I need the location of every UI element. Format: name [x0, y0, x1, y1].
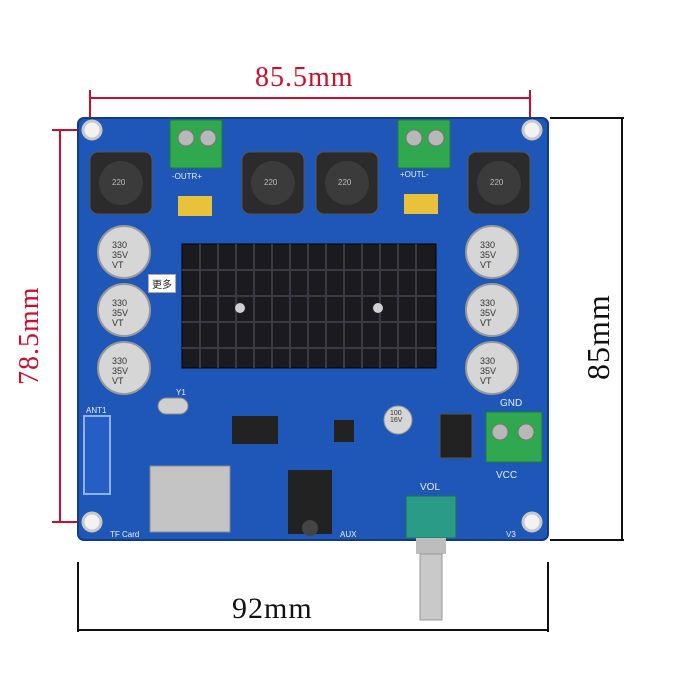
ic-chip: [232, 416, 278, 444]
ic-chip-small: [334, 420, 354, 442]
yellow-cap-right: [404, 194, 438, 214]
inductor-label: 220: [338, 178, 352, 187]
yellow-cap-left: [178, 196, 212, 216]
volume-potentiometer: [405, 495, 457, 621]
label-version: V3: [506, 530, 516, 539]
terminal-out-left: [397, 119, 451, 169]
tf-card-slot: [149, 465, 231, 533]
dimension-right-label: 85mm: [580, 294, 616, 380]
inductor-label: 220: [112, 178, 126, 187]
label-aux: AUX: [340, 530, 357, 539]
capacitors: [97, 225, 519, 395]
more-tag[interactable]: 更多: [148, 274, 176, 293]
label-vol: VOL: [420, 482, 441, 493]
dimension-top-label: 85.5mm: [255, 62, 354, 93]
label-tf-card: TF Card: [110, 530, 140, 539]
dimension-bottom-label: 92mm: [232, 592, 313, 625]
bluetooth-antenna: [83, 415, 111, 495]
inductor-label: 220: [264, 178, 278, 187]
small-cap: [383, 405, 413, 435]
label-y1: Y1: [176, 388, 186, 397]
label-vcc: VCC: [496, 470, 518, 481]
heatsink: [181, 243, 437, 369]
label-out-right: -OUTR+: [172, 172, 202, 181]
mounting-holes: [81, 119, 543, 533]
label-ant: ANT1: [86, 406, 107, 415]
diode: [439, 413, 473, 459]
dimension-left-label: 78.5mm: [14, 286, 45, 385]
terminal-out-right: [169, 119, 223, 169]
dimension-bottom-line: [77, 562, 549, 632]
crystal: [157, 397, 189, 415]
terminal-power: [485, 411, 543, 463]
label-out-left: +OUTL-: [400, 170, 429, 179]
label-gnd: GND: [500, 398, 523, 409]
dimension-right-line: [550, 117, 624, 541]
inductor-label: 220: [490, 178, 504, 187]
